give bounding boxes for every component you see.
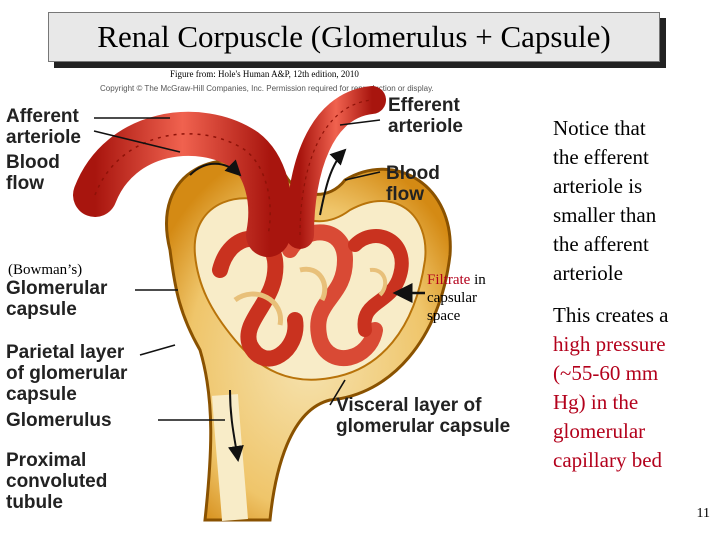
note-2-line2: high pressure <box>553 332 666 356</box>
label-efferent-line1: Efferent <box>388 95 460 116</box>
label-visceral-line1: Visceral layer of <box>336 395 482 416</box>
label-glomerular-capsule-line2: capsule <box>6 299 77 320</box>
label-proximal-tubule: Proximal convoluted tubule <box>6 450 107 513</box>
label-proximal-line1: Proximal <box>6 450 87 471</box>
note-1-line2: the efferent <box>553 145 649 169</box>
label-visceral-line2: glomerular capsule <box>336 416 511 437</box>
label-glomerular-capsule-line1: Glomerular <box>6 278 108 299</box>
label-blood-flow-right-line1: Blood <box>386 163 440 184</box>
label-visceral-layer: Visceral layer of glomerular capsule <box>336 395 510 437</box>
label-blood-flow-right-line2: flow <box>386 184 424 205</box>
label-parietal-layer: Parietal layer of glomerular capsule <box>6 342 127 405</box>
label-afferent: Afferent arteriole <box>6 106 81 148</box>
note-1-line4: smaller than <box>553 203 657 227</box>
proximal-tubule-lumen <box>212 394 248 521</box>
note-1-line6: arteriole <box>553 261 623 285</box>
figure-credit: Figure from: Hole's Human A&P, 12th edit… <box>170 69 359 79</box>
label-filtrate-line3: space <box>427 308 461 324</box>
label-afferent-line2: arteriole <box>6 127 81 148</box>
label-efferent-line2: arteriole <box>388 116 463 137</box>
label-parietal-line1: Parietal layer <box>6 342 125 363</box>
note-paragraph-1: Notice that the efferent arteriole is sm… <box>553 114 656 288</box>
label-proximal-line2: convoluted <box>6 471 108 492</box>
note-2-line3: (~55-60 mm <box>553 361 659 385</box>
label-parietal-line3: capsule <box>6 384 77 405</box>
label-bowmans: (Bowman’s) <box>8 262 83 278</box>
note-2-line4: Hg) in the <box>553 390 639 414</box>
label-filtrate-in: in <box>470 272 486 288</box>
label-glomerular-capsule: Glomerular capsule <box>6 278 107 320</box>
note-2-line1: This creates a <box>553 303 669 327</box>
label-filtrate: Filtrate in capsular space <box>427 271 486 325</box>
label-blood-flow-left: Blood flow <box>6 152 60 194</box>
label-filtrate-line2: capsular <box>427 290 477 306</box>
label-parietal-line2: of glomerular <box>6 363 128 384</box>
label-proximal-line3: tubule <box>6 492 63 513</box>
label-blood-flow-left-line1: Blood <box>6 152 60 173</box>
page-number: 11 <box>696 506 710 521</box>
label-glomerulus: Glomerulus <box>6 410 112 431</box>
slide-title-bar: Renal Corpuscle (Glomerulus + Capsule) <box>48 12 660 62</box>
note-2-line5: glomerular <box>553 419 646 443</box>
note-1-line5: the afferent <box>553 232 649 256</box>
slide-title: Renal Corpuscle (Glomerulus + Capsule) <box>97 19 611 54</box>
label-blood-flow-left-line2: flow <box>6 173 44 194</box>
label-afferent-line1: Afferent <box>6 106 79 127</box>
label-efferent: Efferent arteriole <box>388 95 463 137</box>
label-filtrate-word: Filtrate <box>427 272 471 288</box>
note-1-line3: arteriole is <box>553 174 643 198</box>
note-1-line1: Notice that <box>553 116 646 140</box>
label-blood-flow-right: Blood flow <box>386 163 440 205</box>
copyright-notice: Copyright © The McGraw-Hill Companies, I… <box>100 84 434 93</box>
note-2-line6: capillary bed <box>553 448 663 472</box>
note-paragraph-2: This creates a high pressure (~55-60 mm … <box>553 301 668 475</box>
